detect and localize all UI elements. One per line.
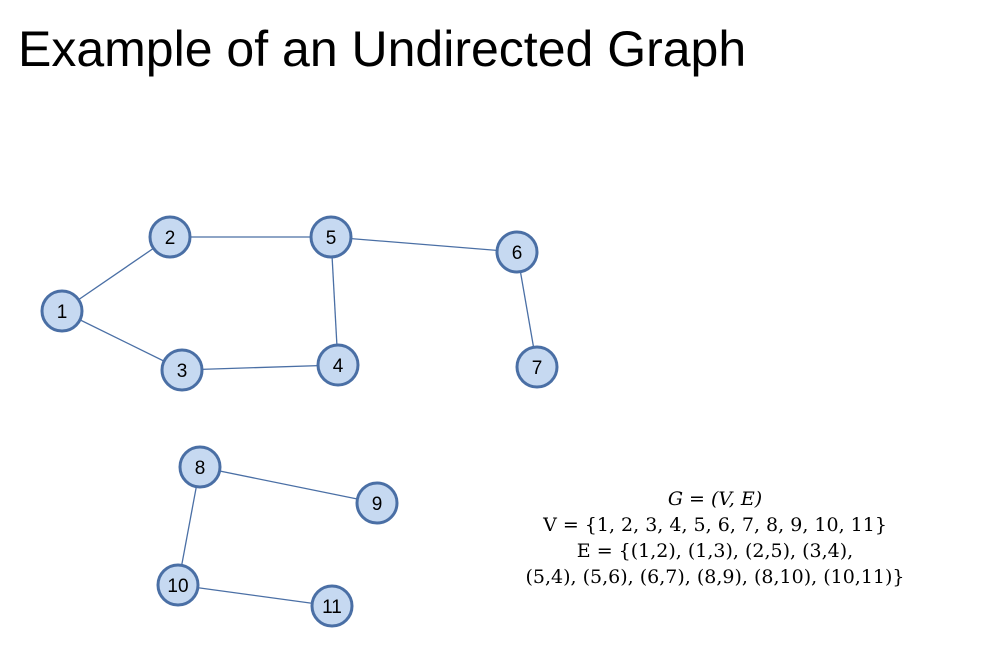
edge-10-11 bbox=[177, 584, 333, 607]
edge-1-3 bbox=[61, 310, 183, 371]
node-8: 8 bbox=[178, 445, 222, 489]
graph-definition-g: G = (V, E) bbox=[667, 488, 763, 510]
node-11: 11 bbox=[310, 584, 354, 628]
node-circle-10 bbox=[156, 563, 200, 607]
node-circle-9 bbox=[355, 481, 399, 525]
node-6: 6 bbox=[495, 230, 539, 274]
node-circle-8 bbox=[178, 445, 222, 489]
node-3: 3 bbox=[160, 348, 204, 392]
node-9: 9 bbox=[355, 481, 399, 525]
node-circle-6 bbox=[495, 230, 539, 274]
nodes-layer: 1 2 3 4 5 6 7 8 9 10 11 bbox=[40, 215, 559, 628]
graph-definition: G = (V, E) V = {1, 2, 3, 4, 5, 6, 7, 8, … bbox=[470, 486, 960, 590]
node-4: 4 bbox=[316, 343, 360, 387]
node-label-7: 7 bbox=[532, 358, 543, 379]
node-label-11: 11 bbox=[322, 597, 342, 618]
edge-3-4 bbox=[181, 364, 339, 371]
node-10: 10 bbox=[156, 563, 200, 607]
node-label-10: 10 bbox=[167, 576, 188, 597]
node-circle-4 bbox=[316, 343, 360, 387]
edge-set-definition-line-1: E = {(1,2), (1,3), (2,5), (3,4), bbox=[576, 540, 854, 562]
node-2: 2 bbox=[148, 215, 192, 259]
node-label-4: 4 bbox=[333, 356, 344, 377]
node-circle-1 bbox=[40, 289, 84, 333]
node-label-3: 3 bbox=[177, 361, 188, 382]
node-circle-3 bbox=[160, 348, 204, 392]
edge-1-2 bbox=[61, 236, 171, 312]
node-5: 5 bbox=[309, 215, 353, 259]
edge-5-6 bbox=[330, 236, 518, 253]
node-circle-5 bbox=[309, 215, 353, 259]
node-circle-7 bbox=[515, 345, 559, 389]
vertex-set-definition: V = {1, 2, 3, 4, 5, 6, 7, 8, 9, 10, 11} bbox=[543, 514, 887, 536]
node-label-6: 6 bbox=[512, 243, 523, 264]
node-1: 1 bbox=[40, 289, 84, 333]
node-label-9: 9 bbox=[372, 494, 383, 515]
node-label-1: 1 bbox=[57, 302, 68, 323]
node-label-2: 2 bbox=[165, 228, 176, 249]
edge-set-definition-line-2: (5,4), (5,6), (6,7), (8,9), (8,10), (10,… bbox=[525, 566, 905, 588]
edge-8-9 bbox=[199, 466, 378, 504]
node-circle-11 bbox=[310, 584, 354, 628]
node-circle-2 bbox=[148, 215, 192, 259]
node-label-8: 8 bbox=[195, 458, 206, 479]
node-label-5: 5 bbox=[326, 228, 337, 249]
node-7: 7 bbox=[515, 345, 559, 389]
slide-title: Example of an Undirected Graph bbox=[18, 21, 747, 77]
edges-layer bbox=[61, 236, 538, 607]
